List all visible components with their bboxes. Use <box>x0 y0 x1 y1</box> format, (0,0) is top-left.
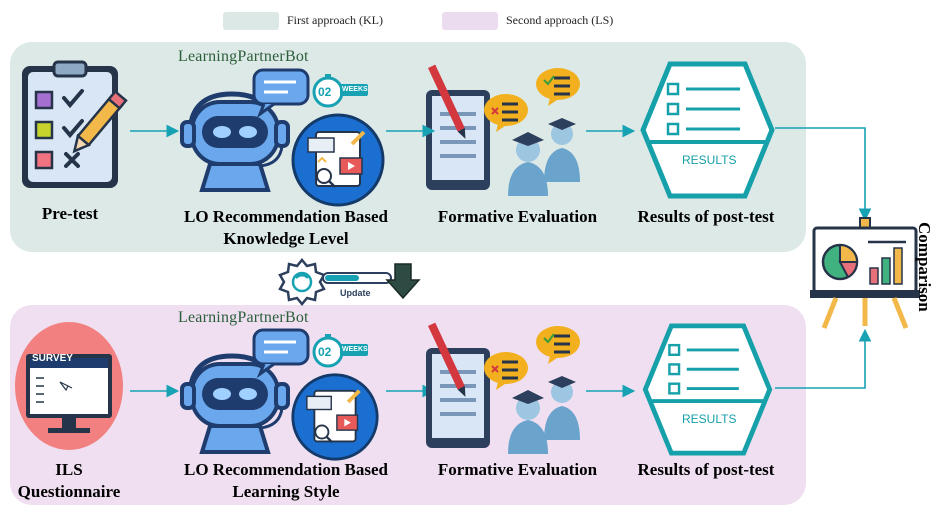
learning-object-icon <box>291 113 385 207</box>
survey-monitor-icon <box>15 322 123 450</box>
update-down-arrow <box>385 263 421 300</box>
step-ils-label-line2: Questionnaire <box>17 482 121 501</box>
legend-swatch-second <box>442 12 498 30</box>
formative-evaluation-icon <box>426 64 580 196</box>
weeks-label-second: WEEKS <box>342 346 368 353</box>
stopwatch-icon <box>312 74 368 108</box>
step-pretest-label: Pre-test <box>41 204 99 223</box>
speech-bubble-icon <box>252 328 310 379</box>
results-hexagon-icon <box>640 61 775 199</box>
bot-title-first: LearningPartnerBot <box>178 48 309 65</box>
comparison-label: Comparison <box>915 222 934 312</box>
update-label: Update <box>340 288 371 298</box>
results-text-first: RESULTS <box>682 153 737 167</box>
robot-icon <box>180 91 290 192</box>
weeks-number-second: 02 <box>318 345 332 359</box>
step-post-test-results-label-first: Results of post-test <box>637 207 775 226</box>
legend-label-second: Second approach (LS) <box>506 13 614 27</box>
bot-title-second: LearningPartnerBot <box>178 309 309 326</box>
legend-label-first: First approach (KL) <box>287 13 383 27</box>
pretest-clipboard-icon <box>22 60 128 188</box>
update-progress-bar <box>322 272 392 284</box>
step-ils-label-line1: ILS <box>55 460 83 479</box>
formative-evaluation-icon <box>426 322 580 454</box>
legend-swatch-first <box>223 12 279 30</box>
weeks-number-first: 02 <box>318 85 332 99</box>
update-gear-icon <box>278 258 326 306</box>
robot-icon <box>180 353 290 454</box>
step-lo-recommendation-kl-line1: LO Recommendation Based <box>184 207 388 226</box>
step-post-test-results-label-second: Results of post-test <box>637 460 775 479</box>
step-formative-evaluation-label-first: Formative Evaluation <box>437 207 598 226</box>
step-lo-recommendation-ls-line2: Learning Style <box>232 482 340 501</box>
step-lo-recommendation-ls-line1: LO Recommendation Based <box>184 460 388 479</box>
survey-label: SURVEY <box>32 353 73 364</box>
step-lo-recommendation-kl-line2: Knowledge Level <box>223 229 349 248</box>
learning-object-icon <box>291 373 379 461</box>
results-hexagon-icon <box>642 323 773 456</box>
results-text-second: RESULTS <box>682 412 737 426</box>
stopwatch-icon <box>312 334 368 368</box>
step-formative-evaluation-label-second: Formative Evaluation <box>437 460 598 479</box>
weeks-label-first: WEEKS <box>342 86 368 93</box>
speech-bubble-icon <box>252 68 310 119</box>
comparison-chart-easel-icon <box>810 217 920 329</box>
